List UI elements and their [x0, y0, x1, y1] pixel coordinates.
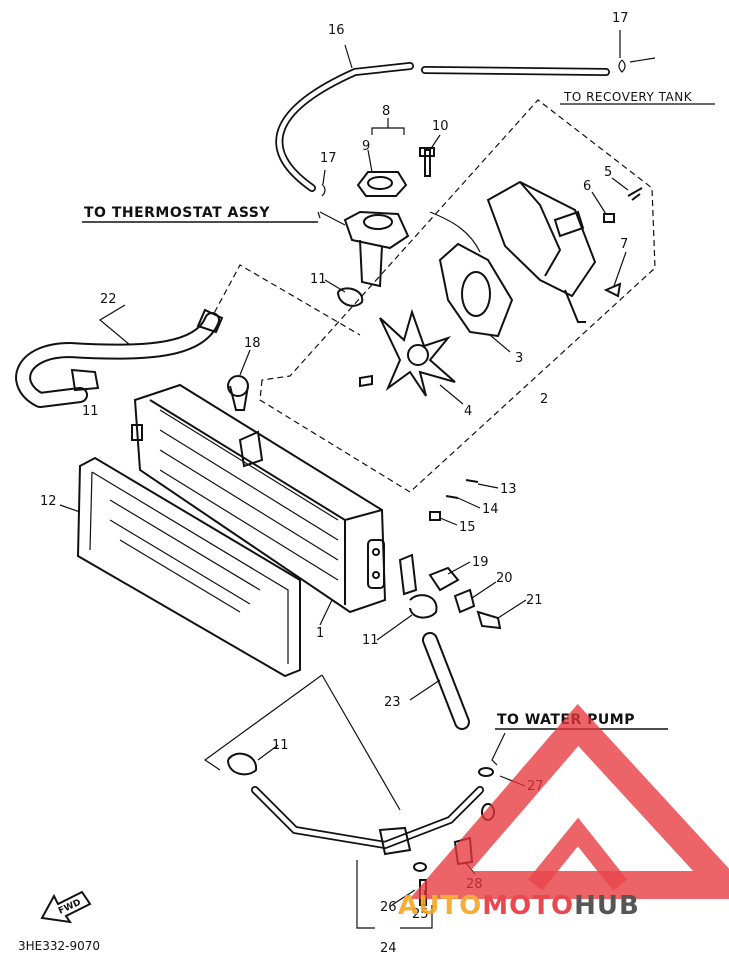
part-number-14: 14: [482, 502, 499, 517]
part-number-12: 12: [40, 494, 57, 509]
part-number-7: 7: [620, 237, 628, 252]
fan-blade: [359, 308, 456, 397]
watermark-moto: MOTO: [482, 891, 574, 921]
fan-shroud: [486, 180, 597, 323]
part-number-20: 20: [496, 571, 513, 586]
fan-bolts: [429, 187, 643, 521]
part-number-18: 18: [244, 336, 261, 351]
part-number-5: 5: [604, 165, 612, 180]
part-number-2: 2: [540, 392, 548, 407]
part-number-3: 3: [515, 351, 523, 366]
fan-motor: [429, 211, 514, 338]
part-number-labels: 16 17 17 8 9 10 5 6 7 11 22 18 3 4 2 11 …: [40, 11, 629, 956]
part-number-25: 25: [412, 907, 429, 922]
part-number-9: 9: [362, 139, 370, 154]
part-number-26: 26: [380, 900, 397, 915]
part-number-8: 8: [382, 104, 390, 119]
fwd-arrow-icon: FWD: [40, 890, 92, 924]
to-thermostat-assy-label: TO THERMOSTAT ASSY: [84, 205, 270, 221]
watermark-hub: HUB: [574, 891, 640, 921]
part-number-24: 24: [380, 941, 397, 956]
watermark-auto: AUTO: [398, 891, 482, 921]
part-number-11b: 11: [82, 404, 99, 419]
part-number-6: 6: [583, 179, 591, 194]
part-number-11a: 11: [310, 272, 327, 287]
lower-hose: [398, 553, 502, 730]
part-number-1: 1: [316, 626, 324, 641]
part-number-11c: 11: [362, 633, 379, 648]
part-number-19: 19: [472, 555, 489, 570]
part-number-17: 17: [612, 11, 629, 26]
hose-clamps: [227, 287, 364, 776]
part-number-13: 13: [500, 482, 517, 497]
automotohub-logo-icon: [409, 703, 729, 899]
part-number-16: 16: [328, 23, 345, 38]
to-recovery-tank-label: TO RECOVERY TANK: [563, 90, 693, 104]
part-number-23: 23: [384, 695, 401, 710]
part-number-10: 10: [432, 119, 449, 134]
part-number-17b: 17: [320, 151, 337, 166]
part-number-22: 22: [100, 292, 117, 307]
watermark-wordmark: AUTOMOTOHUB: [398, 891, 640, 921]
part-number-15: 15: [459, 520, 476, 535]
catalog-code: 3HE332-9070: [18, 939, 100, 953]
radiator-core: [131, 375, 387, 614]
recovery-hose: [275, 57, 656, 197]
fan-assembly-dashed-box: [204, 99, 656, 493]
part-number-11d: 11: [272, 738, 289, 753]
automotohub-watermark: AUTOMOTOHUB: [398, 703, 729, 921]
radiator-cap-assembly: [343, 127, 435, 288]
radiator-guard: [76, 456, 301, 678]
upper-radiator-hose: [15, 308, 224, 408]
part-number-21: 21: [526, 593, 543, 608]
part-number-4: 4: [464, 404, 472, 419]
